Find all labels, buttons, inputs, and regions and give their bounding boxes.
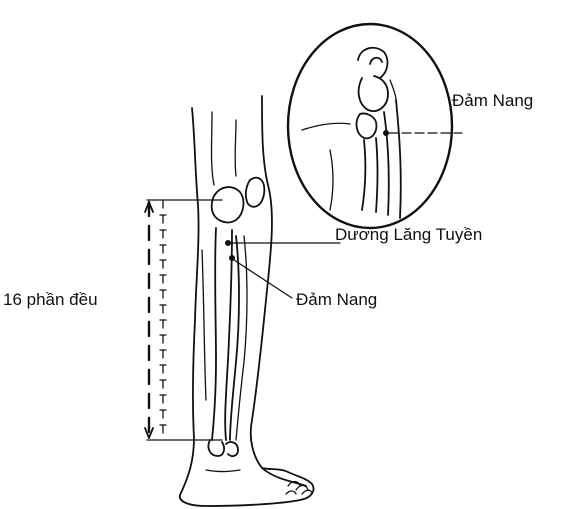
scale-label: 16 phần đều (3, 290, 98, 309)
measurement-scale (145, 200, 222, 440)
inset-detail (288, 24, 462, 228)
knee-point-marker (225, 240, 231, 246)
leg-point-leader (234, 260, 292, 298)
leg-point-label: Đảm Nang (296, 290, 377, 309)
inset-point-marker (383, 130, 389, 136)
knee-point-label: Dương Lăng Tuyền (335, 225, 482, 244)
leg-drawing (180, 96, 314, 506)
scale-ticks (160, 200, 166, 440)
inset-point-label: Đảm Nang (452, 91, 533, 110)
